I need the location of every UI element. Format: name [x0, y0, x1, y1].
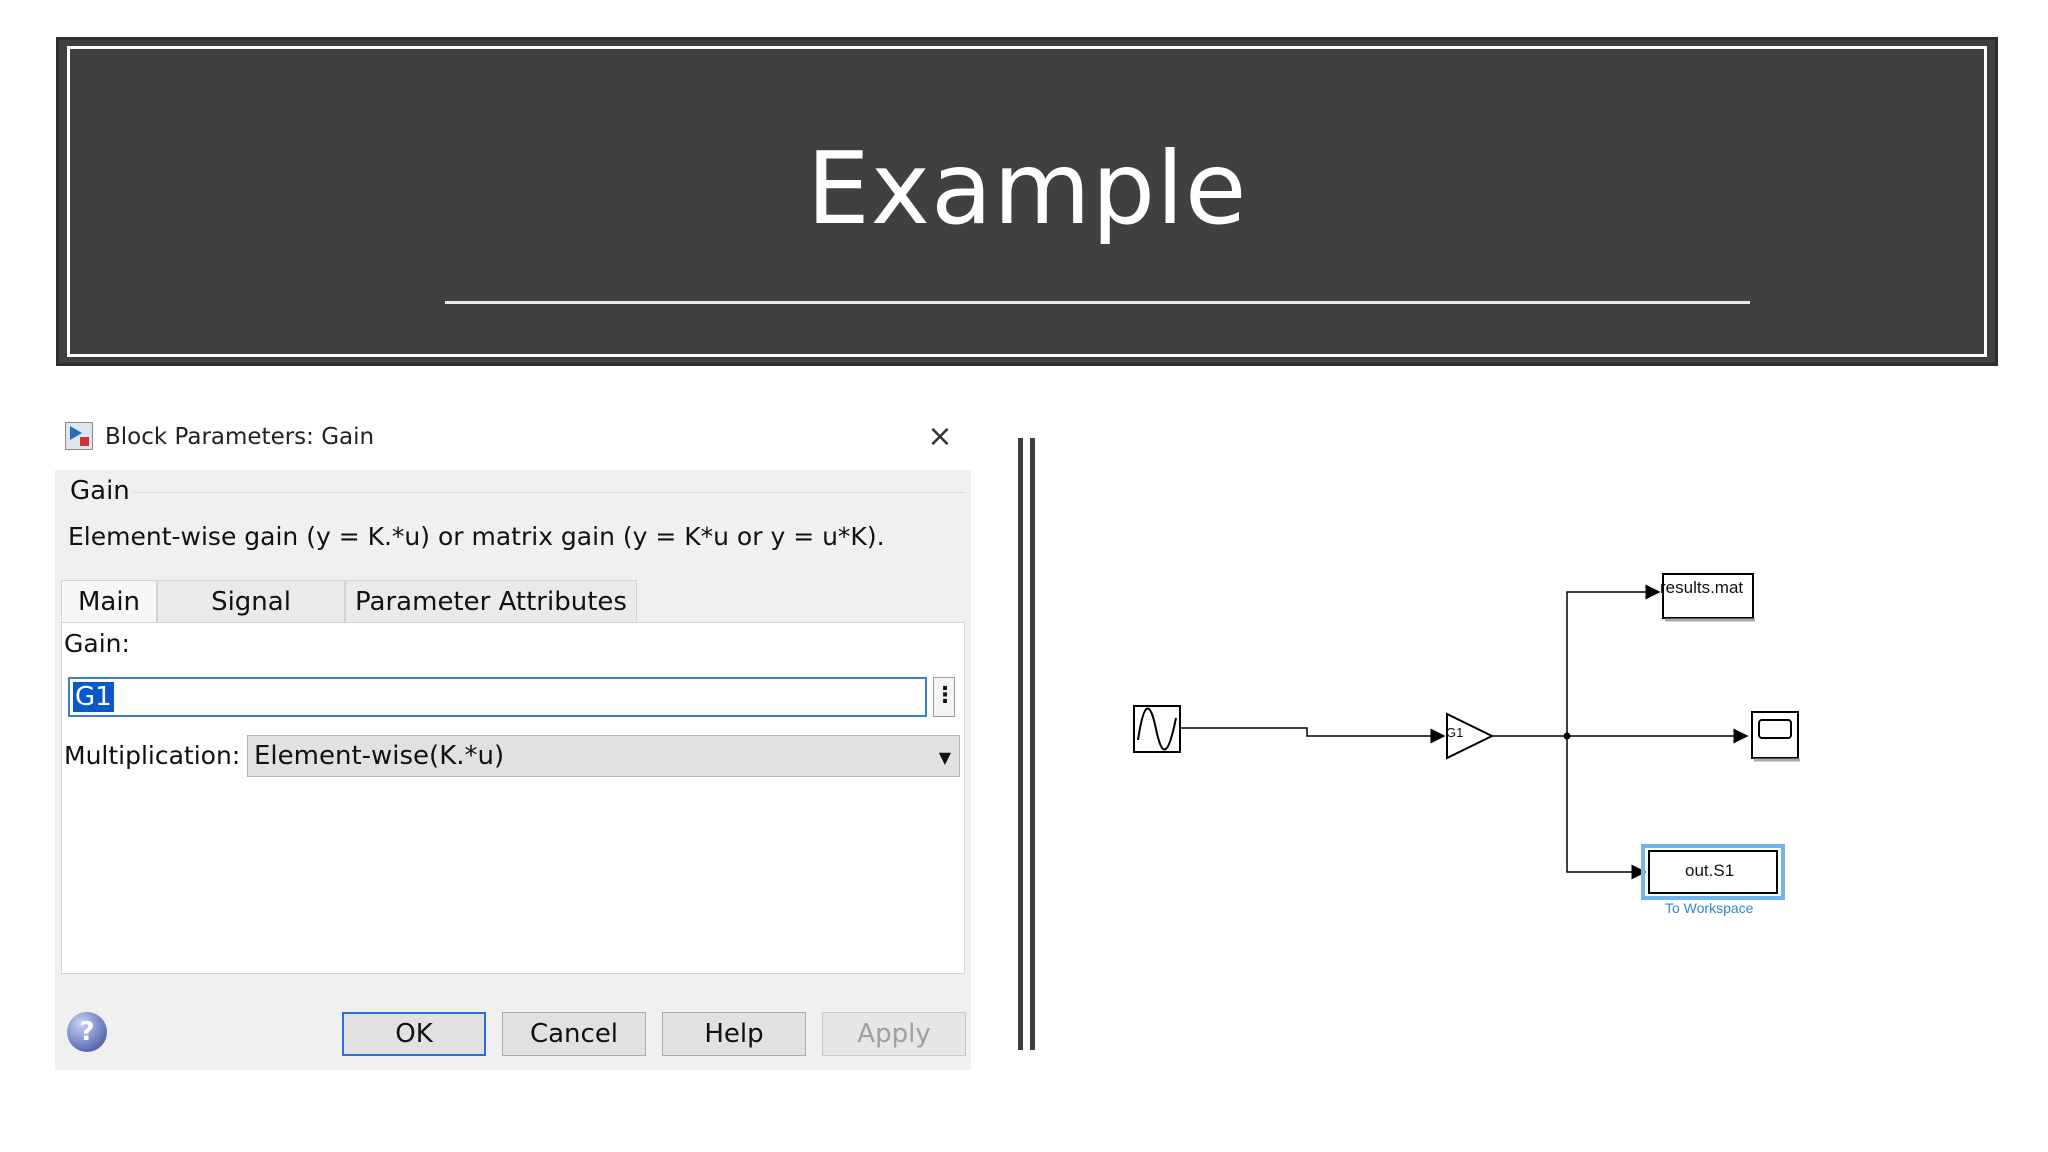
to-file-label: results.mat	[1660, 578, 1744, 597]
to-file-block[interactable]	[1662, 573, 1755, 622]
block-description: Element-wise gain (y = K.*u) or matrix g…	[68, 522, 885, 551]
to-workspace-block[interactable]	[1641, 844, 1785, 900]
more-options-icon[interactable]: ⋮	[933, 677, 956, 717]
title-banner-frame: Example	[67, 46, 1987, 357]
gain-block-label: G1	[1446, 725, 1464, 740]
cancel-button[interactable]: Cancel	[502, 1012, 646, 1056]
slide-title: Example	[806, 130, 1248, 247]
to-workspace-caption: To Workspace	[1665, 900, 1754, 916]
signal-line-source-to-gain	[1180, 727, 1446, 744]
main-tab-content: Gain: G1 ⋮ Multiplication: Element-wise(…	[61, 622, 965, 974]
close-icon[interactable]: ×	[927, 419, 953, 454]
help-button[interactable]: Help	[662, 1012, 806, 1056]
group-divider	[133, 492, 965, 493]
gain-triangle-icon[interactable]	[1446, 712, 1495, 760]
chevron-down-icon: ▼	[938, 748, 951, 767]
sine-wave-source-icon[interactable]	[1133, 705, 1181, 753]
gain-input[interactable]: G1	[68, 677, 927, 717]
multiplication-label: Multiplication:	[64, 741, 241, 770]
scope-icon[interactable]	[1751, 711, 1800, 762]
block-parameters-dialog: Block Parameters: Gain × Gain Element-wi…	[55, 414, 971, 1070]
gain-input-value: G1	[73, 682, 114, 712]
dialog-titlebar[interactable]: Block Parameters: Gain ×	[55, 414, 971, 470]
tab-parameter-attributes[interactable]: Parameter Attributes	[345, 580, 637, 622]
block-name-heading: Gain	[70, 476, 130, 506]
block-description-panel: Gain Element-wise gain (y = K.*u) or mat…	[55, 470, 971, 567]
simulink-block-icon	[65, 422, 93, 450]
signal-line-to-file	[1566, 584, 1661, 736]
gain-label: Gain:	[64, 629, 130, 658]
multiplication-selected-value: Element-wise(K.*u)	[254, 741, 505, 771]
dialog-button-bar: ? OK Cancel Help Apply	[55, 982, 971, 1070]
parameters-tab-area: Main Signal Attributes Parameter Attribu…	[55, 566, 971, 1038]
apply-button[interactable]: Apply	[822, 1012, 966, 1056]
dialog-title: Block Parameters: Gain	[105, 424, 375, 450]
to-workspace-label: out.S1	[1685, 861, 1735, 880]
simulink-model-canvas: G1 results.mat out.S1 To Workspace	[1100, 540, 1860, 940]
model-diagram	[1133, 573, 1800, 900]
multiplication-select[interactable]: Element-wise(K.*u) ▼	[247, 735, 960, 777]
tab-signal-attributes[interactable]: Signal Attributes	[157, 580, 345, 659]
title-banner: Example	[56, 37, 1998, 366]
ok-button[interactable]: OK	[342, 1012, 486, 1056]
vertical-divider	[1018, 438, 1036, 1050]
help-icon[interactable]: ?	[67, 1012, 107, 1052]
title-underline	[445, 301, 1750, 304]
signal-line-to-workspace	[1566, 736, 1647, 880]
tab-main[interactable]: Main	[61, 580, 157, 622]
